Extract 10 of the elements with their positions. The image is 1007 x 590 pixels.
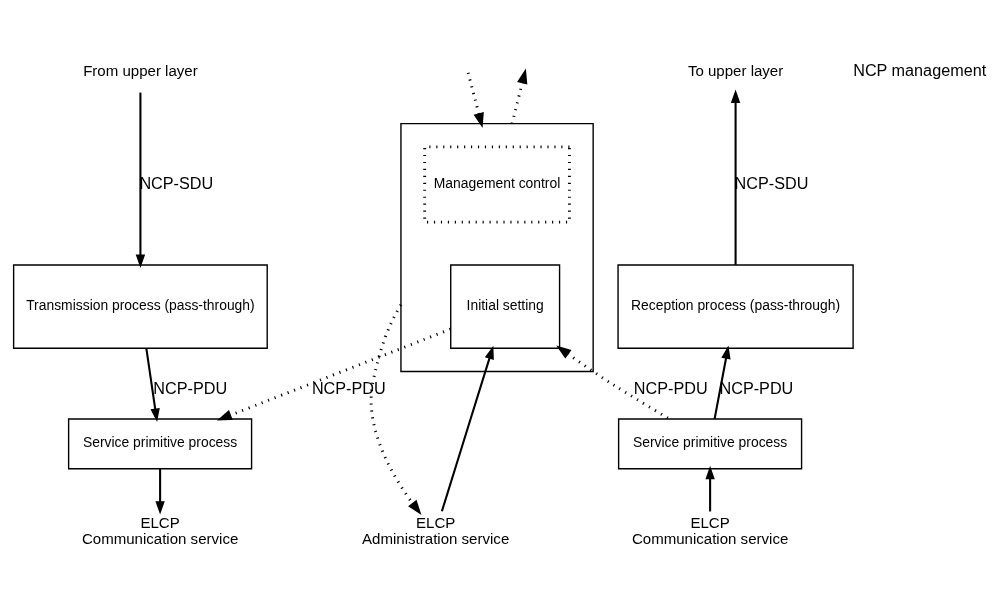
node-text: ELCP Administration service [361,513,509,547]
node-text: To upper layer [687,61,783,79]
node-text: From upper layer [82,61,198,79]
node-text: ELCP Communication service [81,513,238,547]
edge-label: NCP-SDU [138,173,213,192]
node-text: ELCP Communication service [631,513,788,547]
edge-label: NCP-PDU [311,378,386,397]
label: NCP management [852,60,986,79]
edge-label: NCP-PDU [633,378,708,397]
edge-label: NCP-PDU [152,378,227,397]
